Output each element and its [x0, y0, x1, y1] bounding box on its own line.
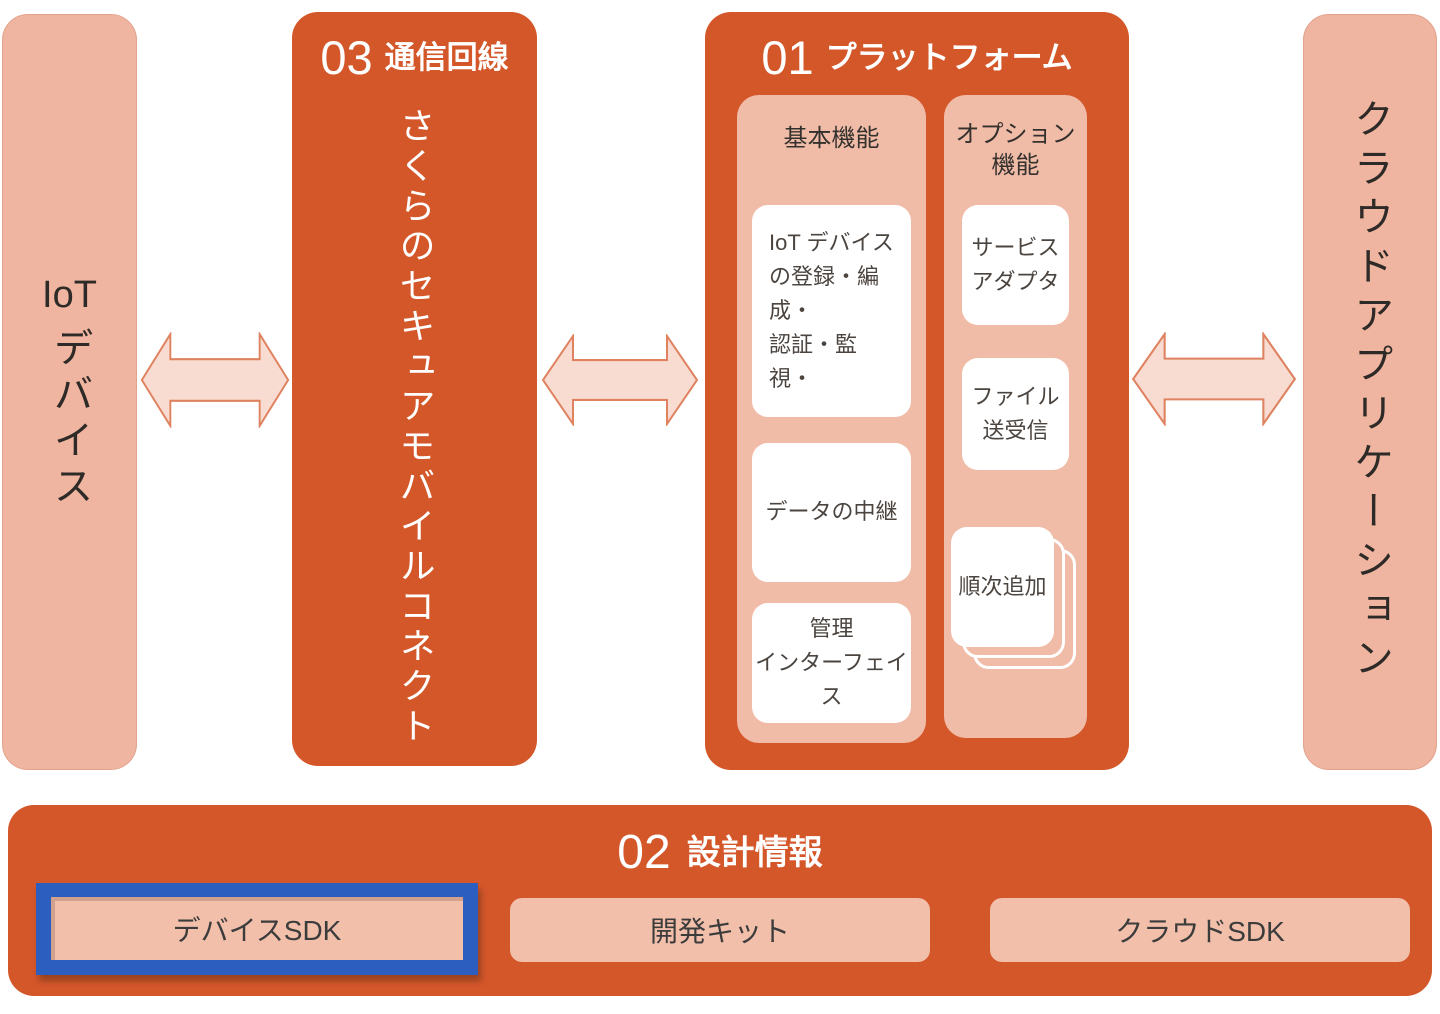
feature-card-device-registration: IoT デバイス の登録・編成・ 認証・監視・ [752, 205, 911, 417]
design-info-header: 02 設計情報 [8, 829, 1432, 877]
feature-card-sequential-additions: 順次追加 [951, 527, 1054, 647]
communication-line-block: 03 通信回線 さくらのセキュアモバイルコネクト [292, 12, 537, 766]
feature-card-admin-interface: 管理 インターフェイス [752, 603, 911, 723]
communication-line-header: 03 通信回線 [320, 34, 508, 81]
sequential-additions-stack: 順次追加 [951, 527, 1083, 677]
cloud-sdk-box: クラウドSDK [990, 898, 1410, 962]
section-number: 01 [761, 31, 814, 84]
feature-card-data-relay: データの中継 [752, 443, 911, 582]
feature-card-file-transfer: ファイル 送受信 [962, 358, 1069, 470]
section-title: 通信回線 [384, 40, 509, 75]
bidirectional-arrow-icon [140, 332, 290, 428]
dev-kit-box: 開発キット [510, 898, 930, 962]
cloud-application-label: クラウドアプリケーション [1348, 98, 1392, 686]
optional-functions-column: オプション 機能 サービス アダプタ ファイル 送受信 順次追加 [944, 95, 1087, 738]
feature-card-service-adapter: サービス アダプタ [962, 205, 1069, 325]
device-sdk-highlight[interactable]: デバイスSDK [36, 883, 478, 975]
section-number: 02 [617, 826, 671, 879]
bidirectional-arrow-icon [541, 334, 699, 426]
iot-device-block: IoT デバイス [2, 14, 137, 770]
basic-functions-header: 基本機能 [783, 125, 880, 152]
basic-functions-column: 基本機能 IoT デバイス の登録・編成・ 認証・監視・ データの中継 管理 イ… [737, 95, 926, 743]
bidirectional-arrow-icon [1131, 332, 1297, 426]
device-sdk-box[interactable]: デバイスSDK [51, 897, 463, 960]
section-title: プラットフォーム [825, 40, 1073, 75]
section-number: 03 [320, 31, 373, 84]
secure-mobile-connect-label: さくらのセキュアモバイルコネクト [394, 107, 436, 747]
platform-header: 01 プラットフォーム [705, 34, 1129, 81]
cloud-application-block: クラウドアプリケーション [1303, 14, 1437, 770]
design-info-band: 02 設計情報 デバイスSDK 開発キット クラウドSDK [8, 805, 1432, 996]
platform-block: 01 プラットフォーム 基本機能 IoT デバイス の登録・編成・ 認証・監視・… [705, 12, 1129, 770]
section-title: 設計情報 [686, 834, 823, 872]
optional-functions-header: オプション 機能 [955, 121, 1076, 180]
iot-device-label: デバイス [47, 326, 92, 511]
iot-device-label-latin: IoT [42, 273, 97, 316]
